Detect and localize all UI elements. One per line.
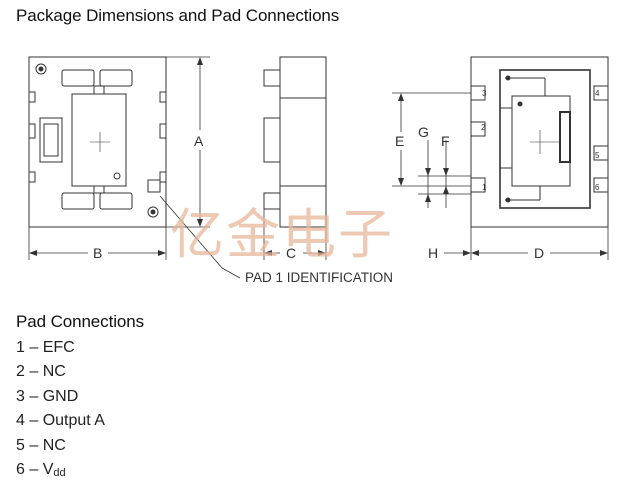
pad-number-4: 4 — [595, 89, 600, 98]
dim-c-label: C — [286, 245, 296, 261]
dim-f-label: F — [441, 133, 450, 149]
pad-item: 5 – NC — [16, 436, 66, 454]
dim-h-label: H — [428, 245, 438, 261]
arrowheads — [29, 57, 608, 256]
pad-item: 3 – GND — [16, 387, 79, 405]
dim-b-label: B — [93, 245, 102, 261]
pad-connections-list: 1 – EFC 2 – NC 3 – GND 4 – Output A 5 – … — [16, 336, 105, 482]
pad-number-6: 6 — [595, 183, 600, 192]
pad-connections-title: Pad Connections — [16, 312, 144, 331]
pad-number-3: 3 — [482, 89, 487, 98]
side-view — [263, 56, 327, 228]
pad-item: 1 – EFC — [16, 339, 75, 356]
pad-number-2: 2 — [481, 123, 486, 132]
dim-g-label: G — [418, 124, 429, 140]
watermark: 亿金电子 — [170, 203, 394, 266]
pad-number-5: 5 — [595, 151, 600, 160]
pad-item: 2 – NC — [16, 363, 66, 381]
package-drawing: A B C D E F G H 1 2 3 4 5 6 PAD 1 IDENTI… — [28, 56, 609, 285]
document-title: Package Dimensions and Pad Connections — [16, 6, 340, 25]
pad-item: 6 – Vdd — [16, 460, 66, 479]
pad1-identification-callout: PAD 1 IDENTIFICATION — [245, 270, 393, 285]
pad-item: 4 – Output A — [16, 412, 105, 430]
dim-d-label: D — [534, 245, 544, 261]
dim-a-label: A — [194, 133, 204, 149]
bottom-view — [470, 56, 609, 228]
pad-number-1: 1 — [482, 183, 487, 192]
top-view — [28, 56, 167, 228]
dim-e-label: E — [395, 133, 404, 149]
